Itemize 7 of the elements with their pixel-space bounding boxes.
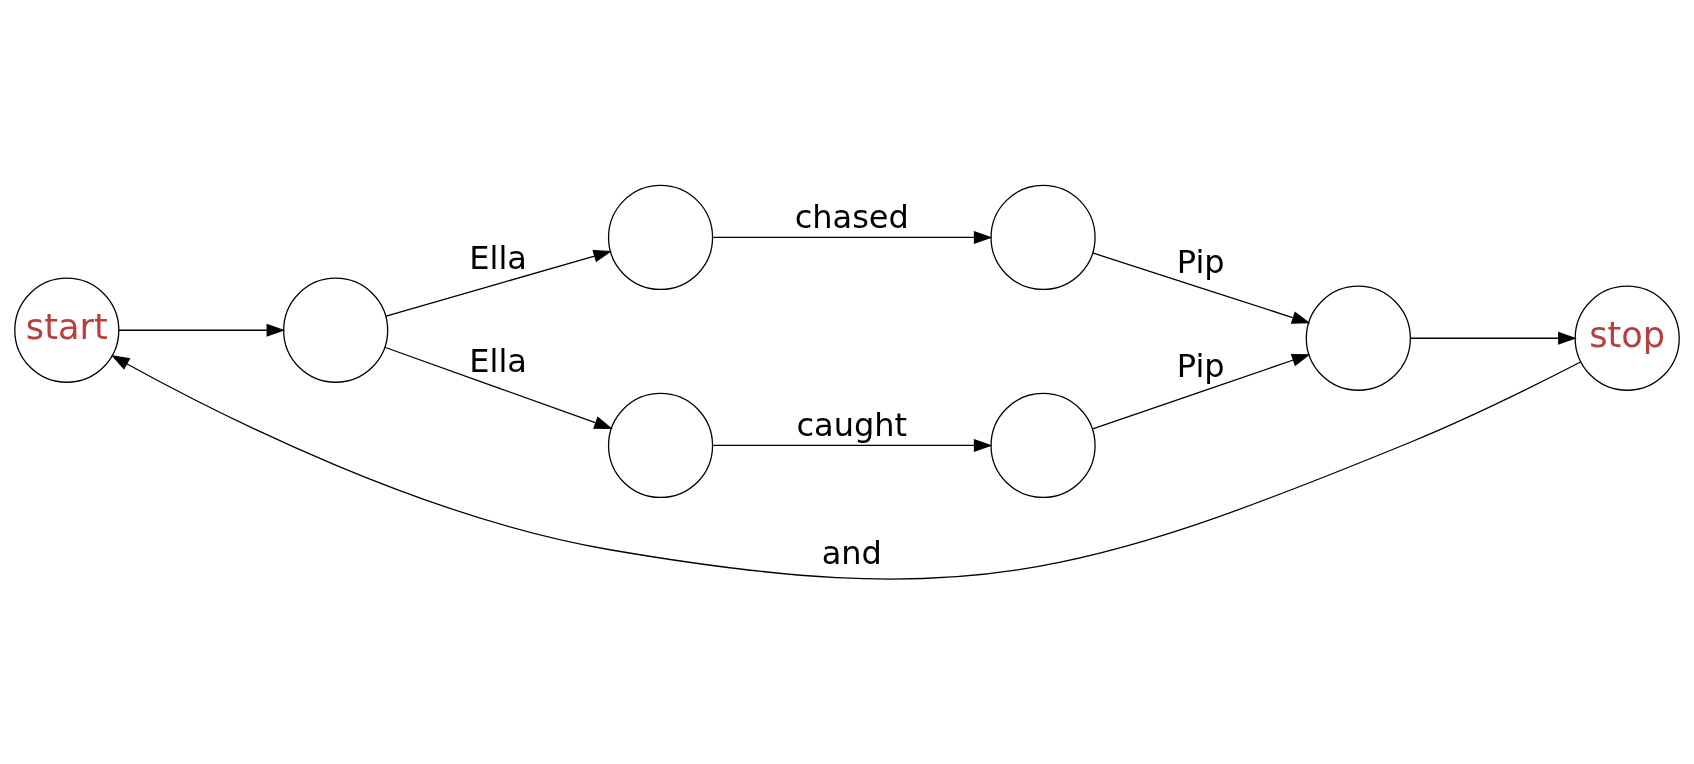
edge-label: and (821, 533, 882, 572)
edge-label: Ella (469, 341, 527, 380)
edge-label: Pip (1176, 346, 1225, 385)
edge-label: Pip (1176, 242, 1225, 281)
edge-label: chased (794, 197, 909, 236)
edge-label: caught (796, 405, 908, 444)
edge-label: Ella (469, 238, 527, 277)
